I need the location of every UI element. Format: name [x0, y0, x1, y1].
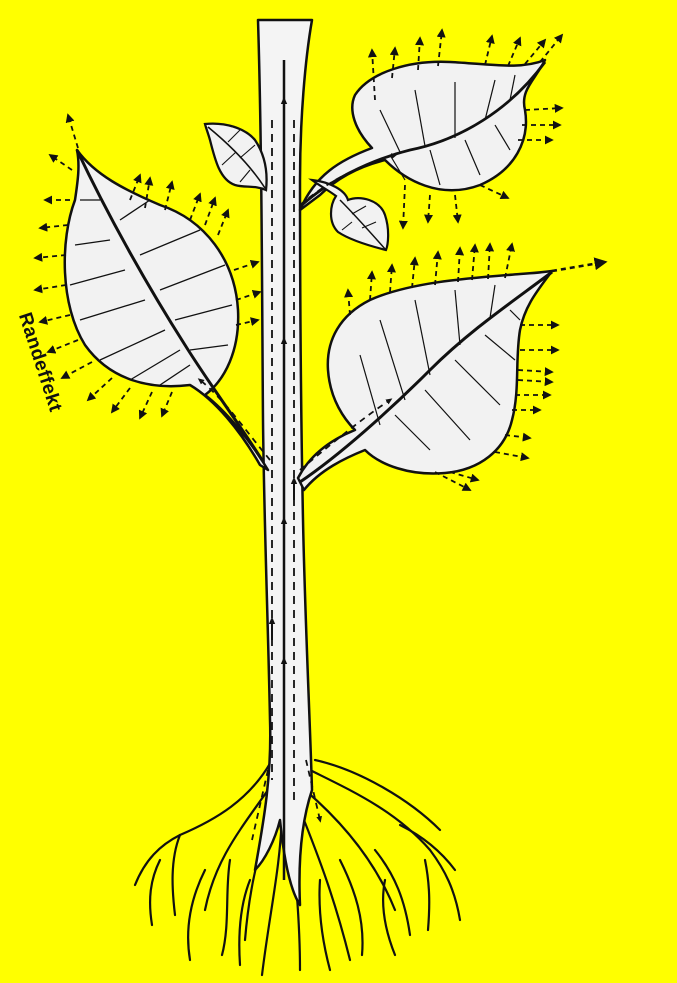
- background: [0, 0, 677, 983]
- plant-illustration: [0, 0, 677, 983]
- plant-diagram: Randeffekt: [0, 0, 677, 983]
